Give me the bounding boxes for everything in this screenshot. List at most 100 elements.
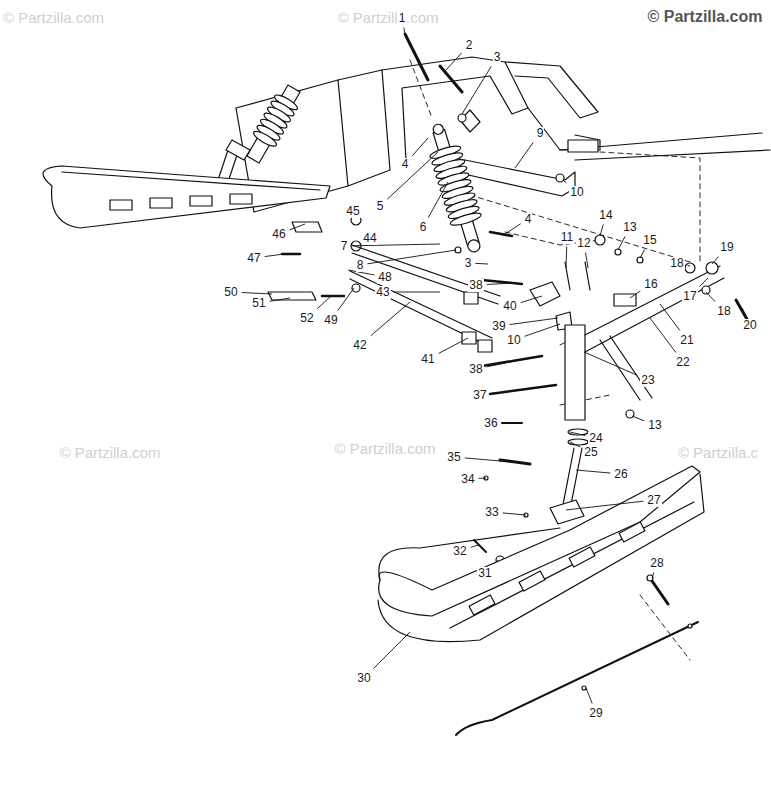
leader-line [742,308,746,316]
callout-number: 1 [398,12,407,25]
watermark: © Partzilla.c [677,444,759,461]
leader-line [515,143,533,169]
leader-line [317,297,330,309]
leader-line [394,292,440,293]
callout-number: 3 [464,257,473,270]
leader-line [479,478,486,479]
leader-line [367,250,456,264]
leader-line [688,265,690,267]
callout-number: 42 [352,339,367,352]
callout-number: 21 [679,334,694,347]
leader-line [618,237,625,251]
leader-line [439,338,468,353]
callout-number: 28 [649,557,664,570]
leader-line [525,324,560,336]
callout-number: 41 [420,353,435,366]
callout-number: 5 [376,200,385,213]
callout-number: 16 [643,278,658,291]
callout-number: 24 [588,432,603,445]
callout-number: 44 [362,232,377,245]
leader-line [502,423,520,424]
leader-line [270,298,290,301]
leader-line [412,138,428,156]
leader-line [570,442,580,447]
leader-line [290,224,305,230]
callout-number: 32 [452,545,467,558]
leader-line [630,291,640,298]
callout-number: 18 [669,257,684,270]
leader-line [640,250,645,259]
callout-number: 10 [569,186,584,199]
leader-line [563,180,566,183]
leader-line [487,283,515,284]
callout-number: 47 [246,252,261,265]
leader-line [374,632,411,669]
callout-number: 20 [742,319,757,332]
leader-line [632,416,644,421]
leader-line [566,247,568,269]
leader-line [471,545,478,547]
watermark: © Partzilla.com [2,9,105,26]
callout-number: 4 [524,213,533,226]
callout-number: 13 [622,221,637,234]
leader-line [465,458,512,462]
callout-number: 27 [646,494,661,507]
leader-line [475,263,488,265]
watermark: © Partzilla.com [336,9,439,26]
callout-number: 35 [446,451,461,464]
leader-line [652,573,654,579]
leader-line [706,292,715,302]
leader-line [584,352,637,375]
callout-number: 15 [642,234,657,247]
callout-number: 11 [560,231,574,244]
callout-number: 13 [647,419,662,432]
callout-number: 26 [613,468,628,481]
leader-line [428,182,448,218]
callout-number: 34 [460,473,475,486]
callout-number: 52 [299,312,314,325]
leader-line [491,386,550,394]
callout-number: 25 [583,446,598,459]
callout-number: 39 [491,320,506,333]
leader-line [387,152,438,199]
callout-number: 12 [576,237,591,250]
leader-line [586,253,588,269]
leader-line [586,688,592,704]
leader-line [510,318,558,325]
leader-line [503,513,526,515]
callout-number: 43 [375,286,390,299]
callout-number: 4 [401,158,410,171]
callout-number: 6 [419,221,428,234]
callout-number: 29 [588,707,603,720]
leader-line [495,560,499,564]
leader-line [505,224,521,234]
leader-line [600,225,603,237]
leader-line [242,293,272,294]
leader-line [338,288,354,311]
callout-number: 23 [640,374,655,387]
leader-line [660,304,680,331]
callout-number: 36 [483,417,498,430]
callout-number: 10 [506,334,521,347]
leader-line [265,254,284,257]
leader-line [650,318,676,353]
callout-number: 22 [675,356,690,369]
callout-number: 31 [477,567,492,580]
callout-number: 38 [468,279,483,292]
watermark: © Partzilla.com [647,8,764,26]
watermark: © Partzilla.com [333,440,436,457]
callout-number: 2 [465,39,474,52]
leader-line [700,278,709,287]
leader-line [712,257,719,265]
callout-number: 46 [271,228,286,241]
leader-line [521,296,542,303]
callout-number: 30 [356,672,371,685]
callout-number: 7 [340,240,349,253]
callout-number: 40 [502,300,517,313]
callout-number: 19 [719,241,734,254]
callout-number: 33 [484,506,499,519]
callout-number: 49 [323,314,338,327]
callout-number: 9 [536,127,545,140]
